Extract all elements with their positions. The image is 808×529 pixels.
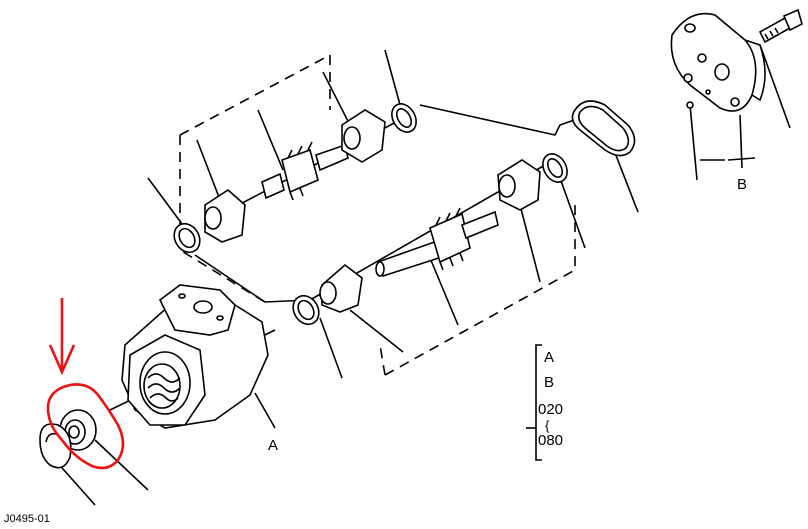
legend-label-a: A — [544, 349, 554, 366]
driven-gear — [261, 141, 349, 201]
highlight-arrow — [48, 298, 76, 376]
bushing-upper-right — [341, 109, 386, 163]
figure-code: J0495-01 — [4, 513, 50, 525]
o-ring-lower-right — [542, 153, 568, 183]
o-ring-upper-right — [391, 103, 417, 133]
bushing-upper-left — [204, 188, 246, 243]
o-ring-lower-left — [292, 294, 320, 326]
gear-group-bracket-lower — [379, 200, 576, 376]
bushing-lower-right — [497, 159, 541, 211]
o-ring-upper-left — [173, 222, 201, 254]
cover-bolt — [686, 8, 803, 109]
drive-gear-shaft — [375, 207, 499, 277]
cover-gasket — [571, 100, 636, 157]
gear-group-bracket-upper — [179, 53, 331, 303]
pump-body — [121, 284, 269, 429]
serial-from-label: 020 — [538, 401, 563, 418]
pump-body-label: A — [268, 437, 278, 454]
legend-label-b: B — [544, 374, 554, 391]
snap-ring — [39, 423, 72, 469]
serial-to-label: 080 — [538, 432, 563, 449]
serial-range-brace: { — [545, 418, 550, 433]
highlight-circle — [46, 383, 125, 470]
bushing-lower-left — [319, 263, 363, 313]
end-cover — [670, 12, 766, 112]
leader-lines — [54, 44, 791, 506]
serial-legend-bracket — [526, 344, 542, 461]
end-cover-label: B — [737, 176, 747, 193]
